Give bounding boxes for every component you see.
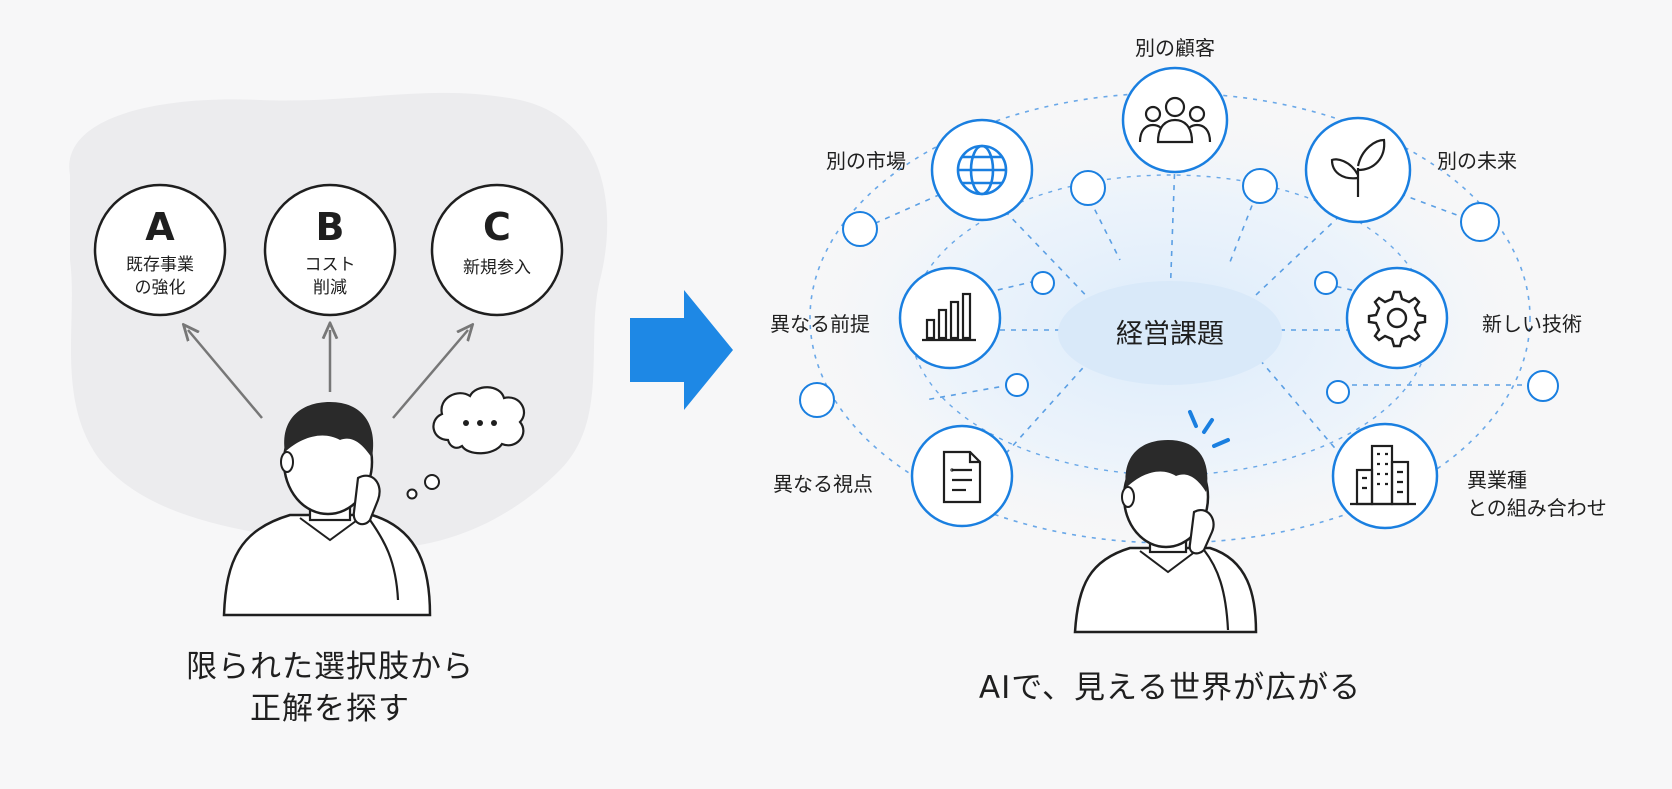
option-text-a-line2: の強化 [135, 278, 186, 298]
node-technology [1345, 266, 1449, 370]
right-caption-line: AIで、見える世界が広がる [978, 670, 1362, 706]
option-text-a-line1: 既存事業 [126, 255, 194, 275]
insight-spark-icon [1188, 410, 1230, 448]
option-letter-a: A [145, 205, 175, 249]
document-icon [942, 450, 982, 504]
option-letter-c: C [483, 205, 511, 249]
right-caption: AIで、見える世界が広がる [930, 667, 1410, 709]
label-technology: 新しい技術 [1482, 312, 1582, 336]
node-industries [1331, 422, 1439, 530]
dotted-orbit-outer [809, 92, 1531, 544]
center-node-label: 経営課題 [1116, 319, 1224, 350]
label-future: 別の未来 [1437, 149, 1517, 173]
option-circle-a: A 既存事業 の強化 [93, 183, 227, 317]
arrow-to-c [392, 330, 468, 419]
thought-bubble-icon [406, 386, 526, 500]
bar-chart-icon [922, 292, 976, 342]
label-customers: 別の顧客 [1135, 36, 1215, 60]
node-premises [898, 266, 1002, 370]
center-node: 経営課題 [1058, 281, 1282, 385]
option-text-b-line2: 削減 [313, 278, 347, 298]
option-letter-b: B [316, 205, 345, 249]
label-viewpoint: 異なる視点 [773, 472, 873, 496]
label-markets: 別の市場 [826, 149, 906, 173]
label-industries-line2: との組み合わせ [1467, 496, 1607, 520]
label-industries: 異業種 との組み合わせ [1467, 466, 1607, 522]
node-future [1304, 116, 1412, 224]
gear-icon [1367, 290, 1427, 348]
option-text-c-line1: 新規参入 [463, 258, 531, 278]
people-icon [1138, 96, 1212, 144]
node-markets [930, 118, 1034, 222]
option-text-b-line1: コスト [305, 255, 356, 275]
thinking-person-left-icon [222, 402, 432, 617]
node-viewpoint [910, 424, 1014, 528]
label-industries-line1: 異業種 [1467, 468, 1527, 492]
globe-icon [956, 144, 1008, 196]
buildings-icon [1350, 444, 1416, 506]
option-circle-c: C 新規参入 [430, 183, 564, 317]
left-caption-line1: 限られた選択肢から [186, 649, 474, 685]
arrow-to-a [188, 330, 263, 419]
left-caption-line2: 正解を探す [250, 691, 410, 727]
option-circle-b: B コスト 削減 [263, 183, 397, 317]
label-premises: 異なる前提 [770, 312, 870, 336]
satellite-circles [799, 168, 1559, 418]
thinking-person-right-icon [1073, 440, 1258, 634]
transition-arrow-icon [630, 290, 733, 410]
node-customers [1121, 66, 1229, 174]
left-caption: 限られた選択肢から 正解を探す [160, 646, 500, 730]
leaf-icon [1330, 138, 1386, 197]
